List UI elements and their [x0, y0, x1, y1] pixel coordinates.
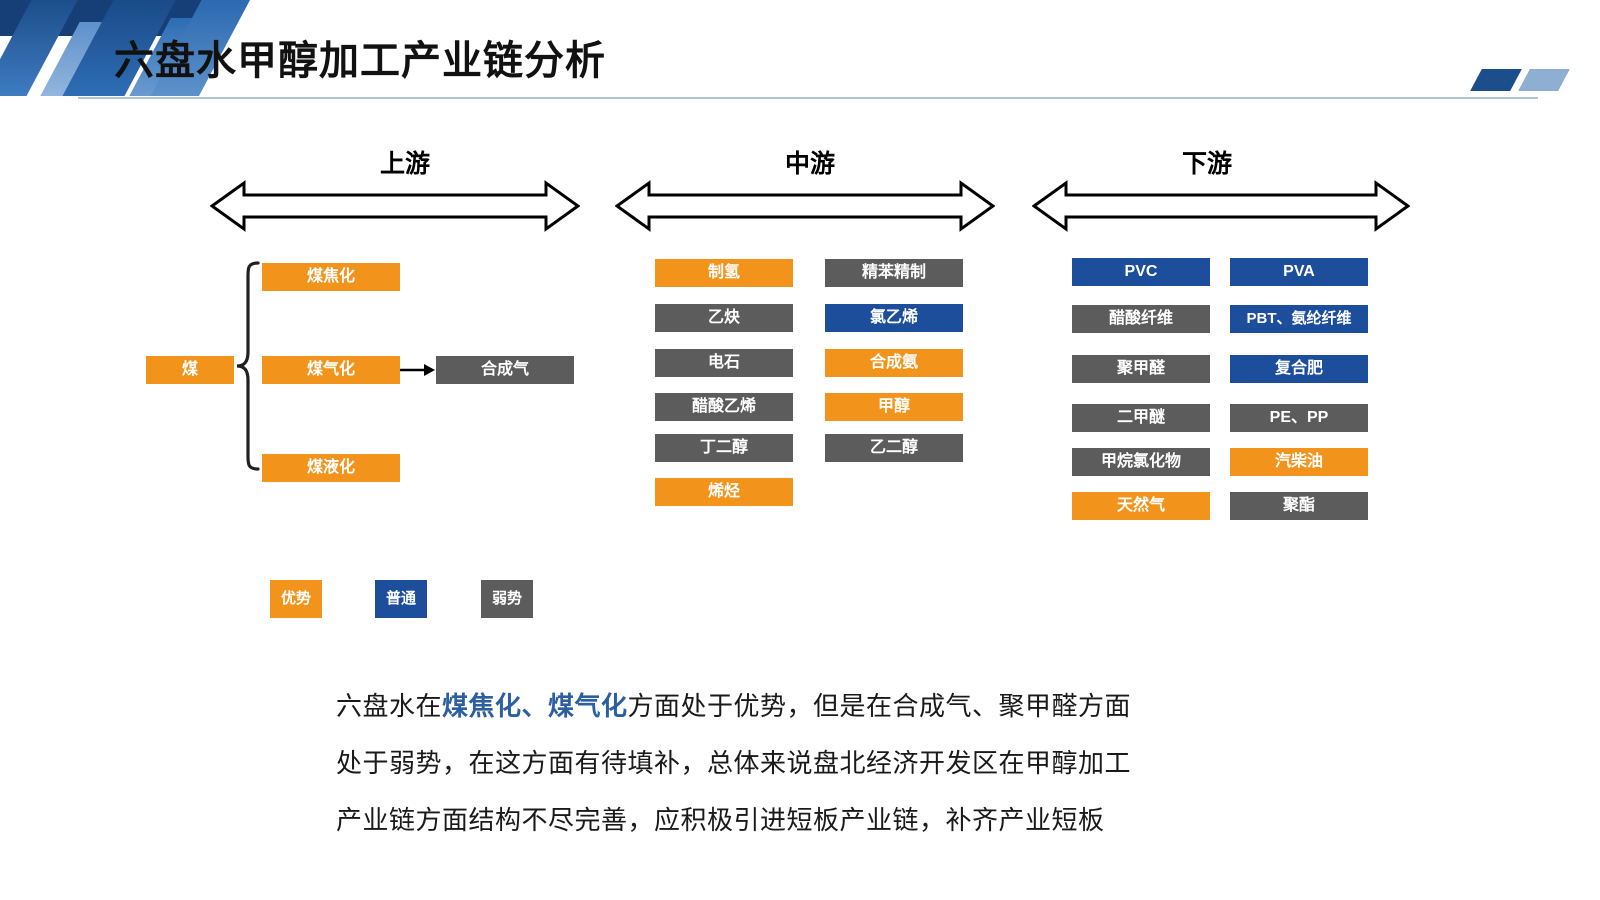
summary-paragraph: 六盘水在煤焦化、煤气化方面处于优势，但是在合成气、聚甲醛方面 处于弱势，在这方面… — [336, 678, 1346, 849]
value-chain-diagram: 上游 中游 下游 煤 煤焦化 煤气化 煤液化 合成气 制氢 乙炔 电石 醋酸乙烯 — [0, 100, 1600, 900]
section-title-downstream: 下游 — [1181, 150, 1232, 178]
downstream-col1-node-1[interactable]: 醋酸纤维 — [1072, 305, 1210, 333]
midstream-col1-node-3[interactable]: 醋酸乙烯 — [655, 393, 793, 421]
upstream-to-output-arrow — [400, 361, 436, 384]
upstream-brace — [234, 260, 260, 477]
midstream-col2-node-3[interactable]: 甲醇 — [825, 393, 963, 421]
downstream-col1-node-2[interactable]: 聚甲醛 — [1072, 355, 1210, 383]
downstream-range-arrow — [1031, 180, 1411, 237]
summary-line-1: 六盘水在煤焦化、煤气化方面处于优势，但是在合成气、聚甲醛方面 — [336, 678, 1346, 735]
midstream-col2-node-4[interactable]: 乙二醇 — [825, 434, 963, 462]
downstream-col2-node-3[interactable]: PE、PP — [1230, 404, 1368, 432]
midstream-col2-node-2[interactable]: 合成氨 — [825, 349, 963, 377]
downstream-col1-node-5[interactable]: 天然气 — [1072, 492, 1210, 520]
downstream-col1-node-3[interactable]: 二甲醚 — [1072, 404, 1210, 432]
section-title-midstream: 中游 — [784, 150, 835, 178]
upstream-branch-node-1[interactable]: 煤气化 — [262, 356, 400, 384]
midstream-col2-node-0[interactable]: 精苯精制 — [825, 259, 963, 287]
summary-line-1-prefix: 六盘水在 — [336, 691, 443, 721]
midstream-col1-node-0[interactable]: 制氢 — [655, 259, 793, 287]
midstream-col1-node-2[interactable]: 电石 — [655, 349, 793, 377]
downstream-col2-node-5[interactable]: 聚酯 — [1230, 492, 1368, 520]
midstream-col2-node-1[interactable]: 氯乙烯 — [825, 304, 963, 332]
summary-line-2: 处于弱势，在这方面有待填补，总体来说盘北经济开发区在甲醇加工 — [336, 748, 1132, 778]
legend-item-average[interactable]: 普通 — [375, 580, 427, 618]
midstream-col1-node-5[interactable]: 烯烃 — [655, 478, 793, 506]
downstream-col2-node-0[interactable]: PVA — [1230, 258, 1368, 286]
downstream-col2-node-2[interactable]: 复合肥 — [1230, 355, 1368, 383]
downstream-col1-node-0[interactable]: PVC — [1072, 258, 1210, 286]
legend-item-weak[interactable]: 弱势 — [481, 580, 533, 618]
slide-header: 六盘水甲醇加工产业链分析 — [0, 0, 1600, 100]
downstream-col2-node-1[interactable]: PBT、氨纶纤维 — [1230, 305, 1368, 333]
upstream-root-node[interactable]: 煤 — [146, 356, 234, 384]
upstream-branch-node-0[interactable]: 煤焦化 — [262, 263, 400, 291]
midstream-col1-node-1[interactable]: 乙炔 — [655, 304, 793, 332]
downstream-col2-node-4[interactable]: 汽柴油 — [1230, 448, 1368, 476]
page-title: 六盘水甲醇加工产业链分析 — [114, 39, 606, 83]
summary-line-1-suffix: 方面处于优势，但是在合成气、聚甲醛方面 — [627, 691, 1132, 721]
header-divider-rule — [78, 97, 1538, 99]
midstream-range-arrow — [614, 180, 996, 237]
upstream-range-arrow — [209, 180, 581, 237]
summary-line-1-highlight: 煤焦化、煤气化 — [442, 691, 628, 721]
upstream-branch-node-2[interactable]: 煤液化 — [262, 454, 400, 482]
upstream-output-node[interactable]: 合成气 — [436, 356, 574, 384]
section-title-upstream: 上游 — [379, 150, 430, 178]
downstream-col1-node-4[interactable]: 甲烷氯化物 — [1072, 448, 1210, 476]
midstream-col1-node-4[interactable]: 丁二醇 — [655, 434, 793, 462]
summary-line-3: 产业链方面结构不尽完善，应积极引进短板产业链，补齐产业短板 — [336, 805, 1105, 835]
legend-item-advantage[interactable]: 优势 — [270, 580, 322, 618]
